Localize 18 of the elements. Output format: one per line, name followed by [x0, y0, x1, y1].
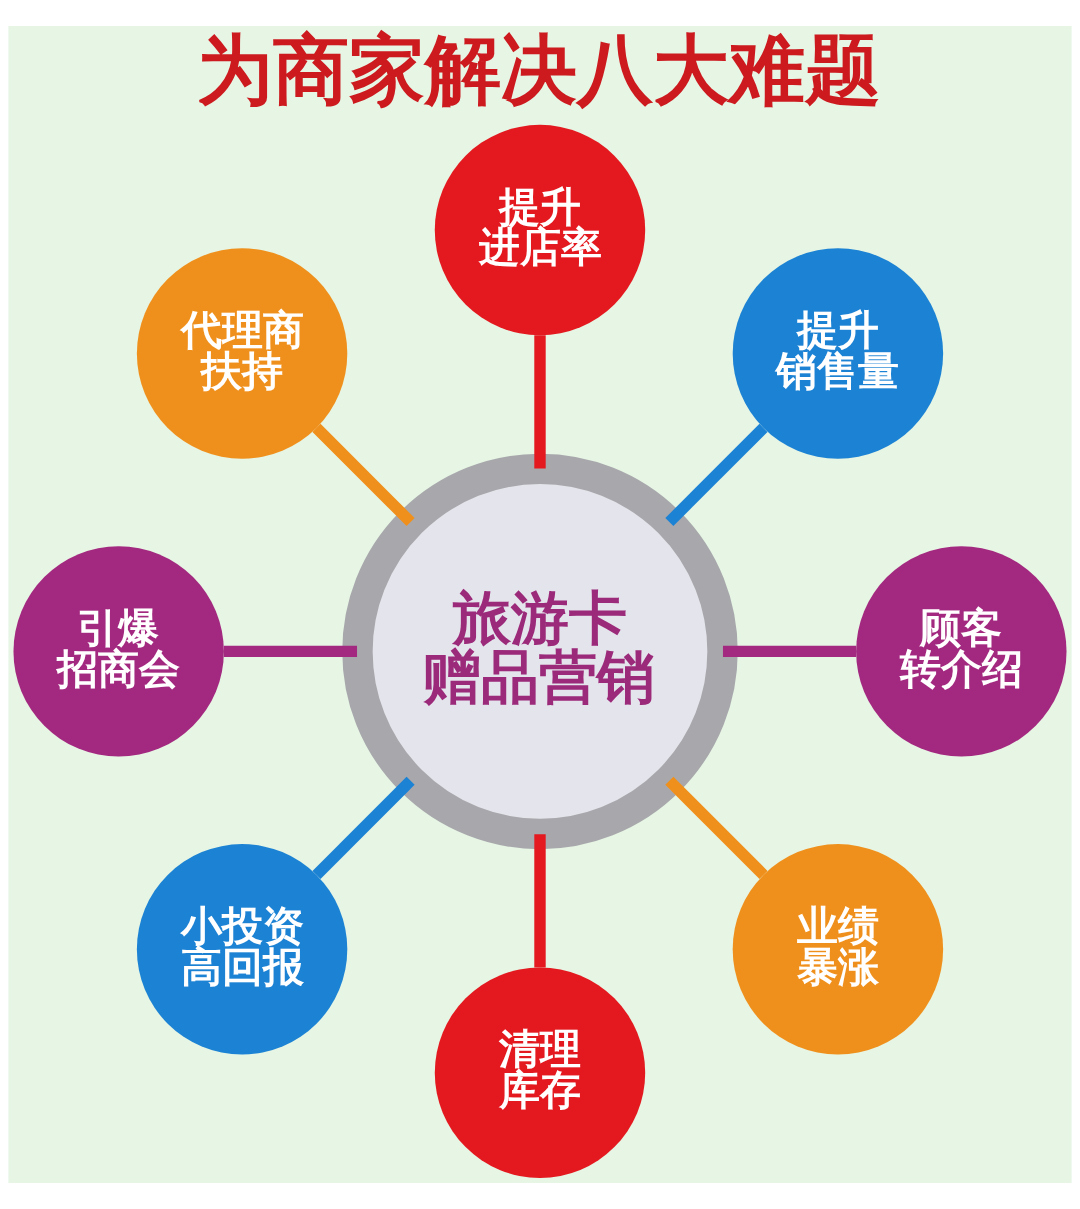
connector — [312, 776, 415, 879]
connector — [722, 645, 857, 658]
node-circle: 代理商扶持 — [136, 248, 348, 459]
connector — [312, 423, 415, 527]
connector — [665, 423, 768, 527]
connector — [534, 834, 546, 968]
node-circle: 提升进店率 — [434, 124, 646, 336]
connector — [534, 335, 546, 469]
node-circle: 引爆招商会 — [13, 546, 224, 757]
diagram-title: 为商家解决八大难题 — [197, 24, 882, 114]
node-circle: 提升销售量 — [732, 248, 944, 459]
node-circle: 小投资高回报 — [136, 844, 348, 1055]
node-circle: 顾客转介绍 — [856, 546, 1067, 757]
node-circle: 旅游卡赠品营销 — [342, 453, 738, 850]
connector — [665, 776, 768, 879]
node-circle: 清理库存 — [434, 967, 646, 1178]
connector — [223, 645, 358, 658]
node-circle: 业绩暴涨 — [732, 844, 944, 1055]
